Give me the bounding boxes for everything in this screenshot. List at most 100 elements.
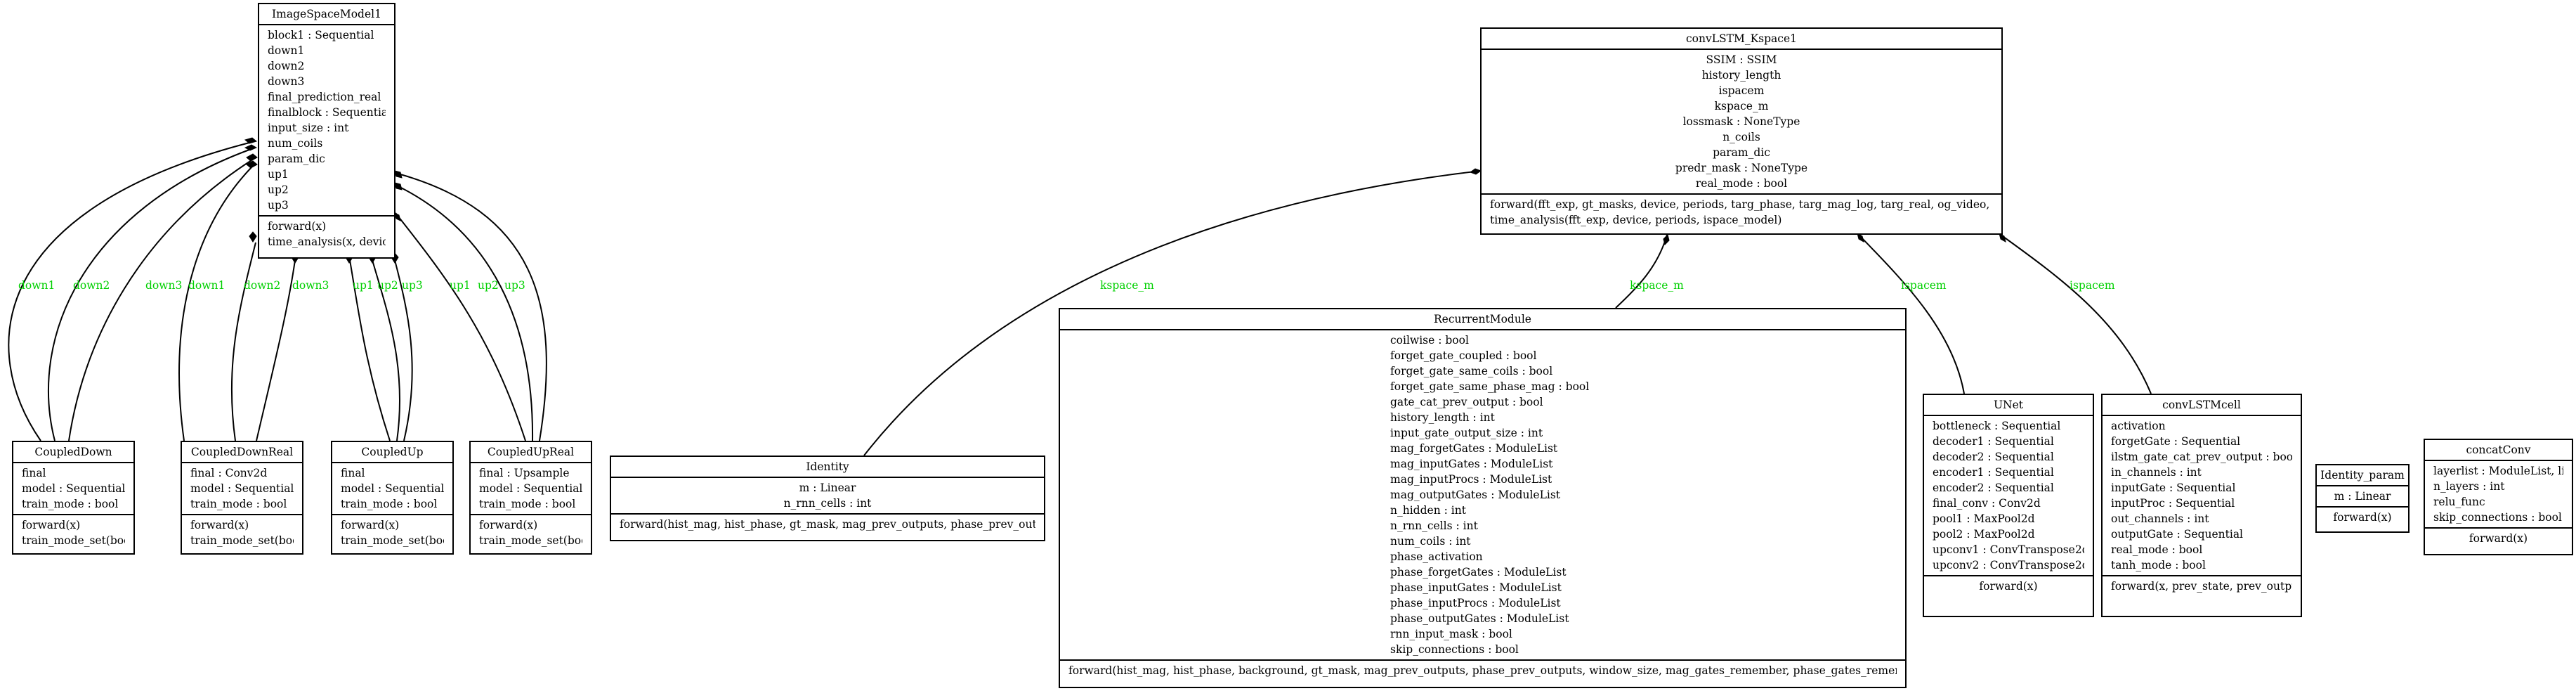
attribute: skip_connections : bool — [1390, 643, 1519, 656]
method: train_mode_set(bool) — [22, 534, 125, 547]
attribute: phase_forgetGates : ModuleList — [1390, 566, 1567, 579]
attribute: n_coils — [1722, 131, 1760, 143]
attribute: input_size : int — [268, 122, 349, 134]
attribute: decoder2 : Sequential — [1933, 451, 2054, 463]
attribute: model : Sequential — [479, 482, 582, 495]
class-coupledup: CoupledUp final model : Sequential train… — [331, 441, 454, 555]
attribute: down2 — [268, 60, 305, 72]
edge-ispacem-unet — [1858, 234, 1965, 394]
attribute: mag_forgetGates : ModuleList — [1390, 442, 1558, 455]
methods-section: forward(x) train_mode_set(bool) — [332, 515, 452, 550]
attributes-section: activation forgetGate : Sequential ilstm… — [2103, 416, 2301, 576]
methods-section: forward(x) — [2317, 508, 2408, 527]
attribute: down1 — [268, 44, 305, 57]
class-convlstm-kspace1: convLSTM_Kspace1 SSIM : SSIM history_len… — [1480, 27, 2003, 235]
attribute: num_coils — [268, 137, 323, 150]
edge-up2-coupledupreal — [395, 184, 534, 441]
attribute: upconv2 : ConvTranspose2d — [1933, 559, 2084, 571]
attribute: model : Sequential — [190, 482, 294, 495]
class-coupleddownreal: CoupledDownReal final : Conv2d model : S… — [181, 441, 303, 555]
method: forward(hist_mag, hist_phase, background… — [1068, 664, 1897, 677]
class-title: CoupledDownReal — [182, 442, 302, 463]
attribute: upconv1 : ConvTranspose2d — [1933, 543, 2084, 556]
attributes-section: m : Linear n_rnn_cells : int — [611, 478, 1044, 515]
edge-label-up2: up2 — [478, 279, 499, 292]
edge-label-up1: up1 — [450, 279, 471, 292]
diamond-14 — [1663, 234, 1670, 245]
edge-down2-coupleddownreal — [230, 242, 256, 441]
method: forward(x) — [268, 220, 327, 233]
attribute: pool2 : MaxPool2d — [1933, 528, 2035, 541]
edge-label-down1: down1 — [188, 279, 225, 292]
edge-kspace-m-identity — [863, 170, 1482, 456]
methods-section: forward(fft_exp, gt_masks, device, perio… — [1482, 195, 2001, 230]
edge-label-ispacem: ispacem — [1901, 279, 1947, 292]
class-title: convLSTM_Kspace1 — [1482, 29, 2001, 50]
attribute: train_mode : bool — [479, 498, 576, 510]
attribute: lossmask : NoneType — [1682, 115, 1800, 128]
attribute: model : Sequential — [341, 482, 444, 495]
attribute: m : Linear — [2334, 490, 2391, 503]
method: forward(x) — [2333, 511, 2392, 524]
method: forward(x) — [479, 519, 538, 531]
methods-section: forward(x) — [2425, 529, 2572, 548]
attribute: ilstm_gate_cat_prev_output : bool — [2111, 451, 2292, 463]
attribute: final — [341, 467, 365, 479]
attribute: forget_gate_same_coils : bool — [1390, 365, 1553, 377]
attribute: phase_activation — [1390, 550, 1483, 563]
attribute: input_gate_output_size : int — [1390, 427, 1543, 439]
attribute: final_prediction_real — [268, 91, 381, 103]
edge-label-kspace-m: kspace_m — [1100, 279, 1154, 292]
attribute: ispacem — [1718, 84, 1765, 97]
edge-label-up3: up3 — [402, 279, 423, 292]
attribute: rnn_input_mask : bool — [1390, 628, 1512, 640]
class-title: Identity — [611, 457, 1044, 478]
attributes-section: final model : Sequential train_mode : bo… — [332, 463, 452, 515]
edge-down3-coupleddownreal — [256, 259, 296, 441]
method: train_mode_set(bool) — [479, 534, 582, 547]
attribute: activation — [2111, 420, 2166, 432]
methods-section: forward(x) train_mode_set(bool) — [182, 515, 302, 550]
class-convlstmcell: convLSTMcell activation forgetGate : Seq… — [2101, 394, 2302, 617]
edge-label-down2: down2 — [244, 279, 281, 292]
attribute: n_hidden : int — [1390, 504, 1466, 517]
attribute: inputGate : Sequential — [2111, 482, 2236, 494]
attribute: in_channels : int — [2111, 466, 2202, 479]
diamond-11 — [394, 182, 403, 190]
diamond-16 — [1999, 232, 2006, 243]
attributes-section: final : Conv2d model : Sequential train_… — [182, 463, 302, 515]
attribute: encoder1 : Sequential — [1933, 466, 2054, 479]
attribute: mag_outputGates : ModuleList — [1390, 489, 1561, 501]
edge-label-down3: down3 — [145, 279, 183, 292]
class-coupleddown: CoupledDown final model : Sequential tra… — [12, 441, 135, 555]
attribute: up3 — [268, 199, 289, 212]
class-title: convLSTMcell — [2103, 395, 2301, 416]
attribute: outputGate : Sequential — [2111, 528, 2244, 541]
attribute: phase_inputProcs : ModuleList — [1390, 597, 1561, 609]
method: time_analysis(fft_exp, device, periods, … — [1490, 214, 1782, 226]
attribute: inputProc : Sequential — [2111, 497, 2235, 510]
attribute: train_mode : bool — [341, 498, 438, 510]
method: forward(x) — [22, 519, 81, 531]
class-title: Identity_param — [2317, 465, 2408, 486]
method: forward(fft_exp, gt_masks, device, perio… — [1490, 198, 1993, 211]
attribute: block1 : Sequential — [268, 29, 374, 41]
edge-kspace-m-recurrent — [1615, 234, 1668, 309]
edge-down1-coupleddownreal — [178, 167, 252, 441]
attribute: history_length — [1701, 69, 1781, 82]
diamond-15 — [1857, 232, 1864, 243]
methods-section: forward(hist_mag, hist_phase, gt_mask, m… — [611, 515, 1044, 534]
attributes-section: SSIM : SSIM history_length ispacem kspac… — [1482, 50, 2001, 195]
attribute: tanh_mode : bool — [2111, 559, 2206, 571]
attribute: param_dic — [268, 153, 325, 165]
attribute: n_rnn_cells : int — [783, 497, 872, 510]
method: forward(x) — [190, 519, 249, 531]
attribute: final_conv : Conv2d — [1933, 497, 2041, 510]
attribute: skip_connections : bool — [2433, 511, 2562, 524]
class-title: CoupledDown — [13, 442, 133, 463]
attributes-section: final model : Sequential train_mode : bo… — [13, 463, 133, 515]
class-recurrentmodule: RecurrentModule coilwise : bool forget_g… — [1059, 308, 1907, 688]
attribute: real_mode : bool — [2111, 543, 2203, 556]
class-title: ImageSpaceModel1 — [259, 4, 394, 25]
attribute: mag_inputProcs : ModuleList — [1390, 473, 1552, 486]
